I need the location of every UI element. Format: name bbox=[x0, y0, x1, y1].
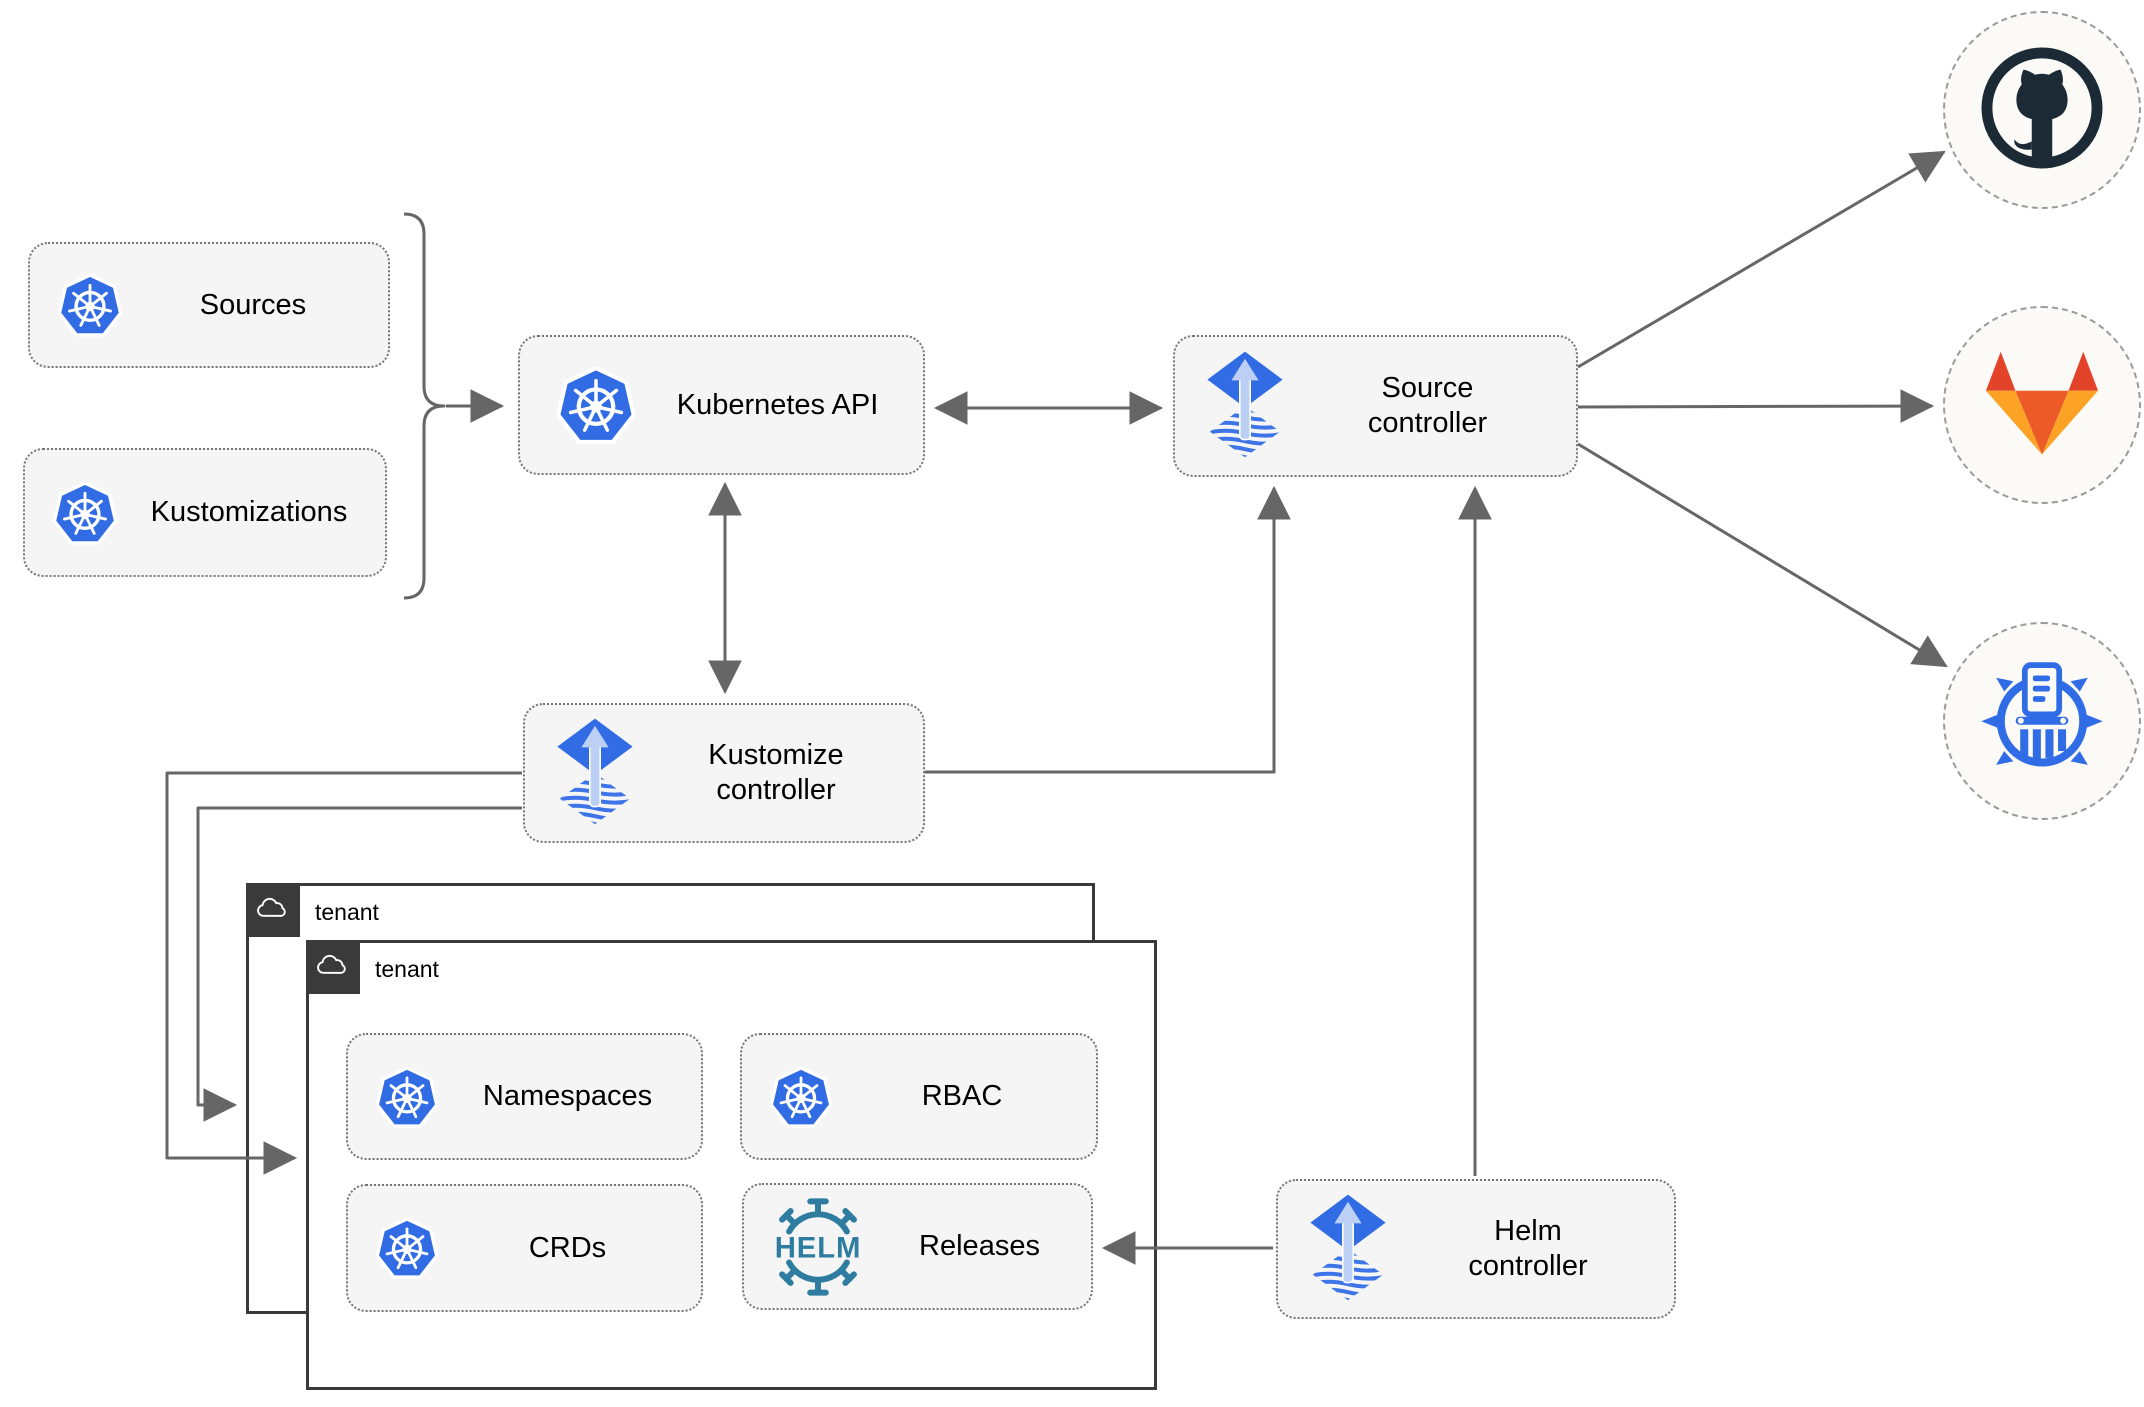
arrow-kustomize-controller-to-source-controller bbox=[925, 485, 1291, 774]
crds-node: CRDs bbox=[346, 1184, 703, 1312]
kubernetes-api-node: Kubernetes API bbox=[518, 335, 925, 475]
cloud-icon bbox=[314, 950, 352, 984]
helm-icon: HELM bbox=[762, 1191, 874, 1303]
rbac-node: RBAC bbox=[740, 1033, 1098, 1160]
kubernetes-icon bbox=[554, 363, 638, 447]
source-controller-label-line1: Source bbox=[1381, 372, 1474, 404]
releases-label: Releases bbox=[919, 1230, 1040, 1262]
grouping-brace bbox=[403, 212, 446, 600]
helm-controller-node: Helm controller bbox=[1276, 1179, 1676, 1319]
cloud-icon bbox=[254, 893, 292, 927]
source-controller-label-line2: controller bbox=[1367, 407, 1488, 439]
flux-icon bbox=[555, 717, 635, 829]
releases-node: HELM Releases bbox=[742, 1183, 1093, 1310]
tenant-label: tenant bbox=[375, 956, 439, 982]
kustomizations-label: Kustomizations bbox=[150, 496, 348, 528]
kustomize-controller-node: Kustomize controller bbox=[523, 703, 925, 843]
kubernetes-icon bbox=[56, 271, 124, 339]
kubernetes-icon bbox=[51, 479, 119, 547]
kubernetes-icon bbox=[768, 1064, 834, 1130]
tenant-label: tenant bbox=[315, 899, 379, 925]
rbac-label: RBAC bbox=[921, 1080, 1003, 1112]
tenant-tab bbox=[306, 940, 360, 994]
helm-logo-text: HELM bbox=[775, 1231, 861, 1264]
arrow-source-controller-to-github bbox=[1577, 150, 1946, 369]
registry-endpoint bbox=[1943, 622, 2141, 820]
kubernetes-icon bbox=[374, 1215, 440, 1281]
github-icon bbox=[1978, 44, 2106, 177]
kubernetes-icon bbox=[374, 1064, 440, 1130]
flux-icon bbox=[1205, 350, 1285, 462]
harbor-registry-icon bbox=[1979, 656, 2105, 787]
arrow-source-controller-to-gitlab bbox=[1577, 389, 1935, 423]
namespaces-node: Namespaces bbox=[346, 1033, 703, 1160]
sources-node: Sources bbox=[28, 242, 390, 368]
tenant-tab bbox=[246, 883, 300, 937]
github-endpoint bbox=[1943, 11, 2141, 209]
arrow-source-controller-to-registry bbox=[1577, 442, 1948, 668]
gitlab-icon bbox=[1983, 348, 2101, 462]
crds-label: CRDs bbox=[528, 1231, 607, 1264]
namespaces-label: Namespaces bbox=[482, 1080, 653, 1112]
sources-label: Sources bbox=[199, 288, 307, 321]
kustomize-controller-label-line2: controller bbox=[716, 774, 836, 806]
kustomize-controller-label-line1: Kustomize bbox=[708, 739, 844, 771]
flux-icon bbox=[1308, 1193, 1388, 1305]
helm-controller-label-line2: controller bbox=[1468, 1250, 1588, 1282]
kubernetes-api-label: Kubernetes API bbox=[676, 388, 879, 421]
source-controller-node: Source controller bbox=[1173, 335, 1578, 477]
gitlab-endpoint bbox=[1943, 306, 2141, 504]
helm-controller-label-line1: Helm bbox=[1494, 1215, 1562, 1247]
tenant-box-front: tenant bbox=[306, 940, 1157, 1390]
kustomizations-node: Kustomizations bbox=[23, 448, 387, 577]
